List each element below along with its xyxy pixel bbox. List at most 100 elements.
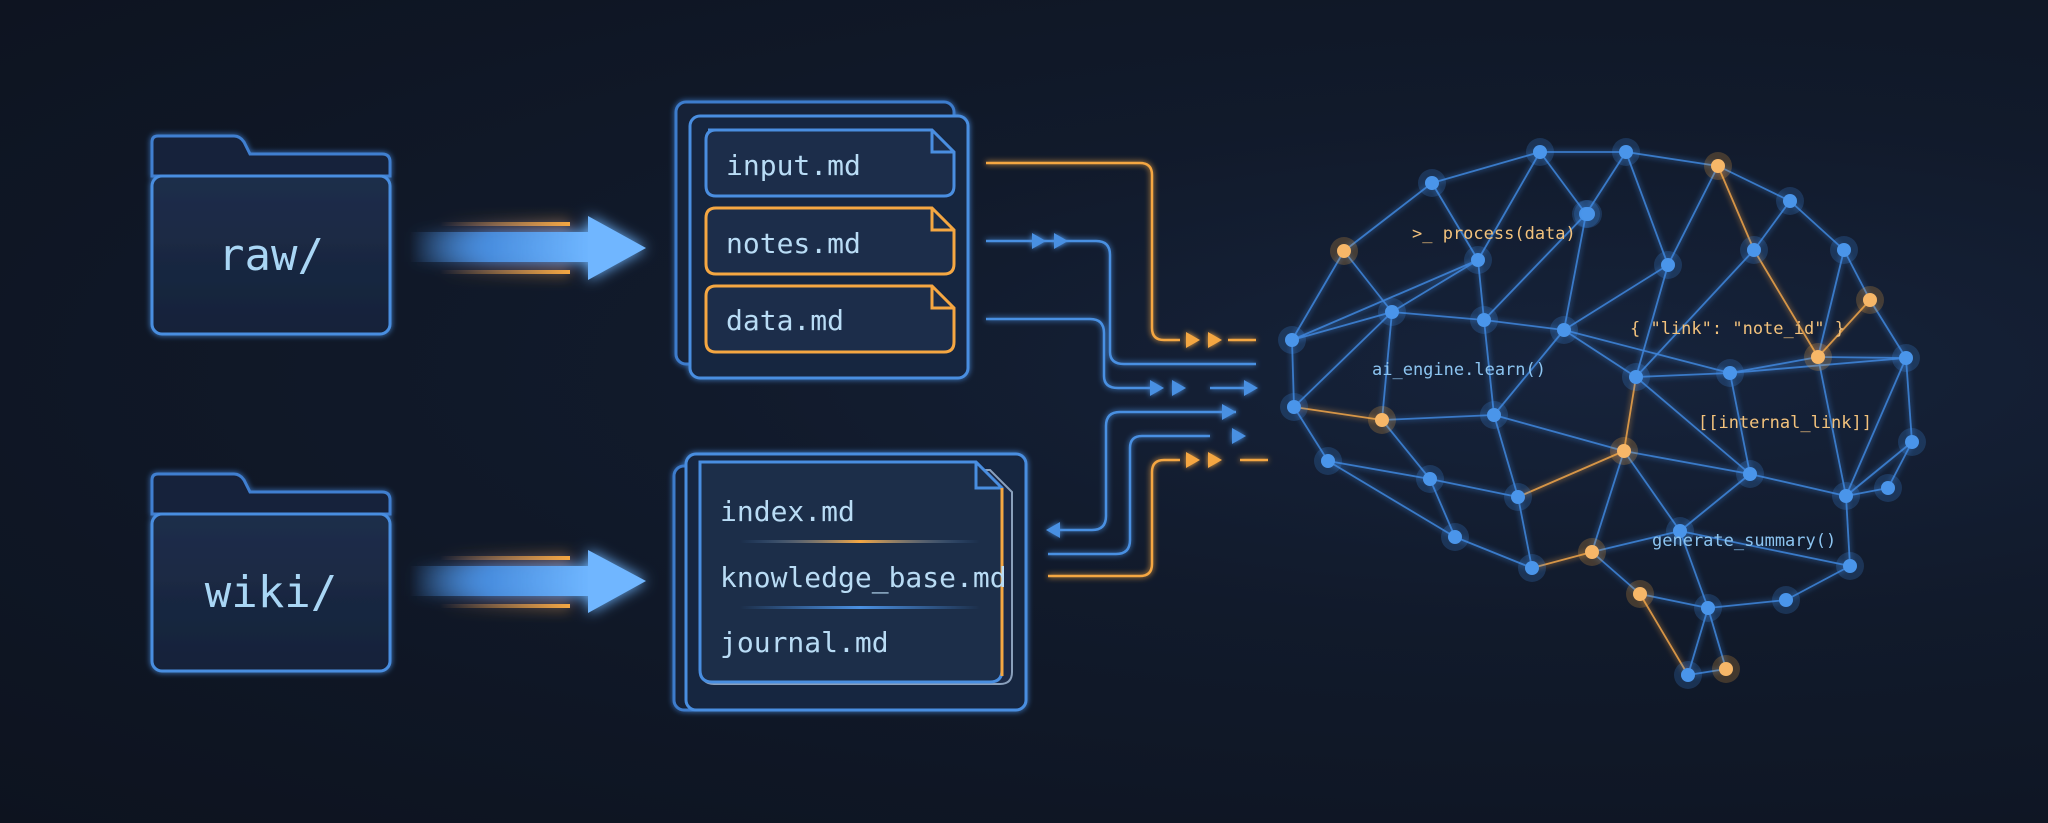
network-edge bbox=[1639, 593, 1689, 676]
page-fold-icon bbox=[930, 208, 954, 232]
network-edge bbox=[1817, 356, 1847, 497]
network-node bbox=[1811, 350, 1825, 364]
wiki-file-index[interactable]: index.md bbox=[720, 495, 855, 528]
brain-network-nodes bbox=[1278, 138, 1926, 689]
network-edge bbox=[1291, 259, 1479, 341]
network-edge bbox=[1431, 151, 1541, 184]
folder-tab-icon bbox=[150, 134, 392, 178]
network-node bbox=[1681, 668, 1695, 682]
file-label: data.md bbox=[726, 304, 844, 337]
network-node bbox=[1843, 559, 1857, 573]
network-node bbox=[1711, 159, 1725, 173]
network-edge bbox=[1531, 551, 1593, 569]
network-edge bbox=[1591, 530, 1681, 553]
network-edge bbox=[1343, 250, 1393, 313]
network-edge bbox=[1591, 450, 1625, 553]
network-edge bbox=[1343, 182, 1433, 252]
network-edge bbox=[1789, 200, 1845, 251]
file-card-data[interactable]: data.md bbox=[704, 284, 956, 354]
arrow-wiki-to-files bbox=[410, 550, 646, 613]
network-edge bbox=[1707, 599, 1787, 609]
network-node bbox=[1385, 305, 1399, 319]
network-node bbox=[1285, 333, 1299, 347]
network-edge bbox=[1327, 460, 1456, 538]
network-node bbox=[1581, 207, 1595, 221]
network-node bbox=[1425, 176, 1439, 190]
network-edge bbox=[1291, 250, 1345, 341]
network-edge bbox=[1869, 299, 1907, 359]
network-node bbox=[1511, 490, 1525, 504]
divider bbox=[740, 540, 980, 543]
wiki-file-journal[interactable]: journal.md bbox=[720, 626, 889, 659]
network-edge bbox=[1753, 249, 1819, 358]
folder-raw-label: raw/ bbox=[218, 230, 324, 281]
annotation-link: { "link": "note_id" } bbox=[1630, 319, 1845, 339]
network-node bbox=[1525, 561, 1539, 575]
page-fold-icon bbox=[930, 286, 954, 310]
folder-wiki[interactable] bbox=[150, 472, 392, 673]
network-node bbox=[1633, 587, 1647, 601]
network-edge bbox=[1293, 406, 1383, 421]
network-edge bbox=[1635, 376, 1751, 475]
network-edge bbox=[1381, 419, 1431, 480]
network-node bbox=[1899, 351, 1913, 365]
network-node bbox=[1839, 489, 1853, 503]
network-edge bbox=[1625, 151, 1719, 167]
network-edge bbox=[1291, 339, 1295, 408]
network-edge bbox=[1477, 151, 1541, 261]
network-node bbox=[1673, 524, 1687, 538]
file-card-input[interactable]: input.md bbox=[704, 128, 956, 198]
network-edge bbox=[1845, 487, 1889, 497]
wiki-file-stack bbox=[672, 452, 1028, 712]
network-edge bbox=[1639, 593, 1709, 609]
network-edge bbox=[1327, 460, 1431, 480]
file-label: notes.md bbox=[726, 227, 861, 260]
network-edge bbox=[1493, 329, 1565, 416]
network-edge bbox=[1679, 530, 1709, 609]
network-node bbox=[1619, 145, 1633, 159]
network-edge bbox=[1483, 213, 1587, 321]
network-node bbox=[1863, 293, 1877, 307]
file-card-notes[interactable]: notes.md bbox=[704, 206, 956, 276]
network-node bbox=[1617, 444, 1631, 458]
network-edge bbox=[1635, 249, 1755, 378]
network-node bbox=[1719, 662, 1733, 676]
folder-raw[interactable] bbox=[150, 134, 392, 336]
network-edge bbox=[1635, 372, 1731, 378]
network-edge bbox=[1905, 357, 1913, 443]
network-node bbox=[1487, 408, 1501, 422]
network-node bbox=[1743, 467, 1757, 481]
network-edge bbox=[1817, 299, 1871, 358]
network-edge bbox=[1291, 311, 1393, 341]
annotation-process: >_ process(data) bbox=[1412, 224, 1576, 244]
network-edge bbox=[1845, 495, 1851, 567]
network-edge bbox=[1753, 200, 1791, 251]
network-node bbox=[1779, 593, 1793, 607]
flow-arrowheads bbox=[1032, 233, 1258, 538]
network-node bbox=[1783, 194, 1797, 208]
network-edge bbox=[1539, 151, 1587, 215]
network-edge bbox=[1293, 311, 1393, 408]
folder-tab-icon bbox=[150, 472, 392, 516]
network-edge bbox=[1623, 450, 1681, 532]
network-edge bbox=[1493, 414, 1519, 498]
network-edge bbox=[1483, 319, 1565, 331]
network-edge bbox=[1845, 441, 1913, 497]
annotation-learn: ai_engine.learn() bbox=[1372, 360, 1546, 380]
network-node bbox=[1423, 472, 1437, 486]
network-node bbox=[1585, 545, 1599, 559]
network-edge bbox=[1667, 165, 1719, 266]
network-edge bbox=[1391, 311, 1485, 321]
network-edge bbox=[1591, 551, 1641, 595]
wiki-file-knowledge-base[interactable]: knowledge_base.md bbox=[720, 561, 1007, 595]
network-edge bbox=[1563, 264, 1669, 331]
network-edge bbox=[1679, 473, 1751, 532]
network-node bbox=[1905, 435, 1919, 449]
network-edge bbox=[1679, 530, 1851, 567]
network-edge bbox=[1717, 165, 1791, 202]
network-edge bbox=[1431, 182, 1479, 261]
network-edge bbox=[1729, 357, 1907, 374]
network-edge bbox=[1887, 441, 1913, 489]
network-edge bbox=[1623, 450, 1751, 475]
network-node bbox=[1557, 323, 1571, 337]
